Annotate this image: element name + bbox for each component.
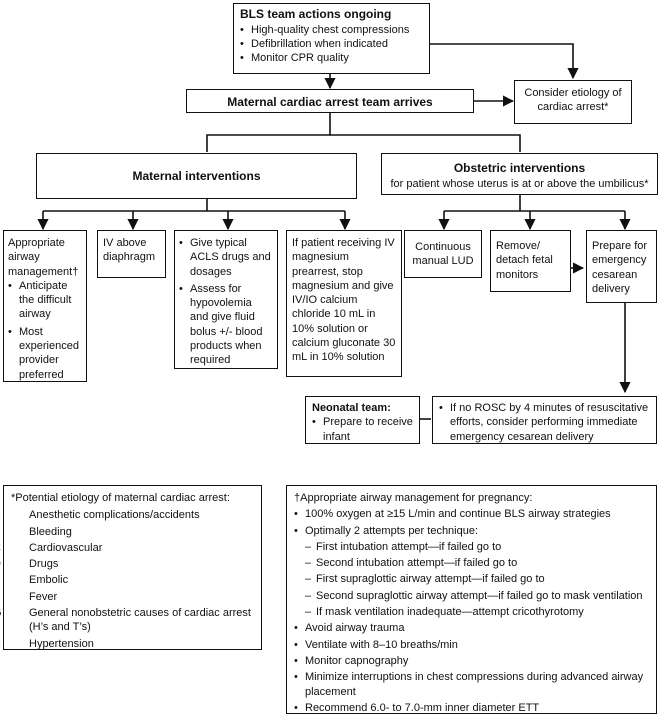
- airway-legend-item: Second intubation attempt—if failed go t…: [305, 556, 649, 571]
- acls-box: Give typical ACLS drugs and dosages Asse…: [174, 230, 278, 369]
- prepare-cesarean-label: Prepare for emergency cesarean delivery: [592, 240, 648, 295]
- etiology-note-box: Consider etiology of cardiac arrest*: [514, 80, 632, 124]
- etiology-row: BBleeding: [0, 525, 254, 539]
- airway-legend-item: Second supraglottic airway attempt—if fa…: [305, 589, 649, 604]
- prepare-cesarean-box: Prepare for emergency cesarean delivery: [586, 230, 657, 303]
- etiology-key: C: [0, 541, 29, 555]
- bls-box: BLS team actions ongoing High-quality ch…: [233, 3, 430, 74]
- etiology-row: GGeneral nonobstetric causes of cardiac …: [0, 606, 254, 635]
- bls-item: Monitor CPR quality: [240, 51, 423, 66]
- airway-legend-box: †Appropriate airway management for pregn…: [286, 485, 657, 715]
- bls-title: BLS team actions ongoing: [240, 7, 392, 21]
- airway-item: Most experienced provider preferred: [8, 325, 82, 382]
- line-team-to-obstetric: [330, 134, 521, 152]
- etiology-key: H: [0, 637, 29, 651]
- etiology-key: F: [11, 590, 29, 604]
- etiology-key: G: [0, 606, 29, 620]
- etiology-row: FFever: [11, 590, 254, 604]
- lud-label: Continuous manual LUD: [412, 241, 474, 268]
- airway-legend-item: Ventilate with 8–10 breaths/min: [294, 638, 649, 653]
- etiology-row: HHypertension: [0, 637, 254, 651]
- airway-legend-item: First supraglottic airway attempt—if fai…: [305, 572, 649, 587]
- etiology-key: A: [0, 508, 29, 522]
- airway-legend-item: 100% oxygen at ≥15 L/min and continue BL…: [294, 507, 649, 522]
- maternal-interventions-title: Maternal interventions: [132, 169, 261, 183]
- etiology-key: E: [0, 573, 29, 587]
- etiology-legend-box: *Potential etiology of maternal cardiac …: [0, 485, 262, 651]
- iv-label: IV above diaphragm: [103, 237, 155, 264]
- etiology-text: General nonobstetric causes of cardiac a…: [29, 607, 251, 634]
- etiology-row: CCardiovascular: [0, 541, 254, 555]
- airway-item: Anticipate the difficult airway: [8, 279, 82, 322]
- airway-management-label: Appropriate airway management†: [8, 237, 79, 278]
- obstetric-interventions-subtitle: for patient whose uterus is at or above …: [390, 177, 649, 190]
- neonatal-team-box: Neonatal team: Prepare to receive infant: [305, 396, 420, 444]
- etiology-text: Bleeding: [29, 525, 72, 538]
- maternal-team-label: Maternal cardiac arrest team arrives: [227, 95, 433, 109]
- etiology-text: Cardiovascular: [29, 541, 103, 554]
- acls-item: Give typical ACLS drugs and dosages: [179, 236, 273, 279]
- arrow-bls-to-etiology: [430, 43, 579, 80]
- etiology-key: B: [0, 525, 29, 539]
- lud-box: Continuous manual LUD: [404, 230, 482, 278]
- etiology-key: D: [0, 557, 29, 571]
- line-team-to-maternal: [206, 113, 331, 152]
- airway-legend-item: Minimize interruptions in chest compress…: [294, 670, 649, 699]
- airway-sub-list: First intubation attempt—if failed go to…: [305, 540, 649, 620]
- fetal-monitors-box: Remove/ detach fetal monitors: [490, 230, 571, 292]
- etiology-row: DDrugs: [0, 557, 254, 571]
- etiology-text: Hypertension: [29, 637, 94, 650]
- airway-legend-item: Monitor capnography: [294, 654, 649, 669]
- airway-legend-list: 100% oxygen at ≥15 L/min and continue BL…: [294, 507, 649, 538]
- airway-legend-list: Avoid airway traumaVentilate with 8–10 b…: [294, 621, 649, 715]
- etiology-text: Anesthetic complications/accidents: [29, 509, 200, 522]
- maternal-interventions-box: Maternal interventions: [36, 153, 357, 199]
- obstetric-interventions-title: Obstetric interventions: [453, 161, 586, 175]
- etiology-list: AAnesthetic complications/accidentsBBlee…: [0, 508, 254, 651]
- obstetric-interventions-box: Obstetric interventions for patient whos…: [381, 153, 658, 195]
- bls-item: Defibrillation when indicated: [240, 37, 423, 52]
- rosc-box: If no ROSC by 4 minutes of resuscitative…: [432, 396, 657, 444]
- neonatal-title: Neonatal team:: [312, 402, 391, 414]
- iv-box: IV above diaphragm: [97, 230, 166, 278]
- magnesium-box: If patient receiving IV magnesium prearr…: [286, 230, 402, 377]
- airway-management-box: Appropriate airway management† Anticipat…: [3, 230, 87, 382]
- magnesium-label: If patient receiving IV magnesium prearr…: [292, 237, 396, 364]
- etiology-text: Embolic: [29, 574, 69, 587]
- airway-legend-item: Avoid airway trauma: [294, 621, 649, 636]
- acls-item: Assess for hypovolemia and give fluid bo…: [179, 282, 273, 368]
- etiology-row: EEmbolic: [0, 573, 254, 587]
- bls-item: High-quality chest compressions: [240, 23, 423, 38]
- etiology-row: AAnesthetic complications/accidents: [0, 508, 254, 522]
- etiology-note-label: Consider etiology of cardiac arrest*: [524, 87, 622, 114]
- airway-legend-item: Optimally 2 attempts per technique:: [294, 524, 649, 539]
- airway-legend-item: If mask ventilation inadequate—attempt c…: [305, 605, 649, 620]
- fetal-monitors-label: Remove/ detach fetal monitors: [496, 240, 553, 281]
- airway-legend-title: †Appropriate airway management for pregn…: [294, 492, 533, 504]
- rosc-item: If no ROSC by 4 minutes of resuscitative…: [439, 401, 650, 444]
- airway-legend-item: First intubation attempt—if failed go to: [305, 540, 649, 555]
- airway-legend-item: Recommend 6.0- to 7.0-mm inner diameter …: [294, 701, 649, 716]
- maternal-team-box: Maternal cardiac arrest team arrives: [186, 89, 474, 113]
- etiology-text: Fever: [29, 590, 58, 603]
- etiology-text: Drugs: [29, 558, 59, 571]
- etiology-legend-title: *Potential etiology of maternal cardiac …: [11, 492, 230, 504]
- neonatal-item: Prepare to receive infant: [312, 415, 413, 444]
